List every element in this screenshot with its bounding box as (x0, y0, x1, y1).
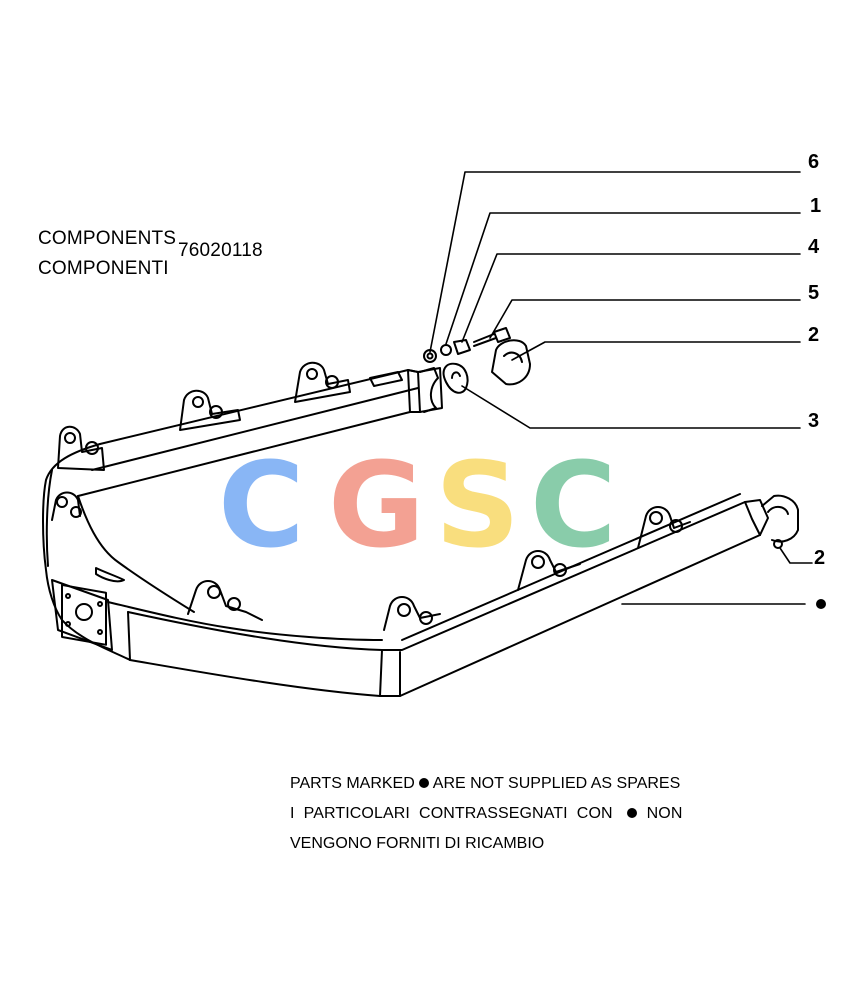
callout-6: 6 (808, 151, 820, 173)
note-line-it-2: VENGONO FORNITI DI RICAMBIO (290, 835, 545, 852)
header-part-number: 76020118 (178, 240, 263, 261)
watermark-letter-s: S (435, 436, 520, 574)
right-end-clamp (761, 494, 799, 549)
callout-4: 4 (808, 236, 820, 258)
header-components-en: COMPONENTS (38, 228, 177, 249)
note-line-en-after: ARE NOT SUPPLIED AS SPARES (432, 775, 681, 792)
bullet-marker-icon (418, 777, 429, 788)
callout-2-lower: 2 (814, 547, 826, 569)
exploded-parts (419, 327, 531, 413)
callout-2-upper: 2 (808, 324, 820, 346)
cgsc-watermark: C G S C (218, 436, 617, 574)
note-line-it-after: NON (646, 805, 683, 822)
note-line-en: PARTS MARKED ARE NOT SUPPLIED AS SPARES (290, 776, 680, 792)
bullet-marker-icon (626, 807, 637, 818)
note-line-en-before: PARTS MARKED (290, 775, 415, 792)
callout-5: 5 (808, 282, 820, 304)
note-line-it-1: I PARTICOLARI CONTRASSEGNATI CON NON (290, 806, 683, 822)
front-plate (61, 567, 125, 646)
watermark-letter-c2: C (530, 436, 617, 574)
watermark-letter-g: G (328, 436, 425, 574)
callout-3: 3 (808, 410, 820, 432)
top-rail-lugs (57, 361, 403, 471)
note-line-it-before: I PARTICOLARI CONTRASSEGNATI CON (290, 805, 613, 822)
callout-not-supplied-marker (816, 599, 826, 609)
watermark-letter-c1: C (218, 436, 305, 574)
leader-lines (429, 171, 813, 605)
header-components-it: COMPONENTI (38, 258, 169, 279)
front-rail-lugs (51, 491, 691, 631)
callout-1: 1 (810, 195, 822, 217)
